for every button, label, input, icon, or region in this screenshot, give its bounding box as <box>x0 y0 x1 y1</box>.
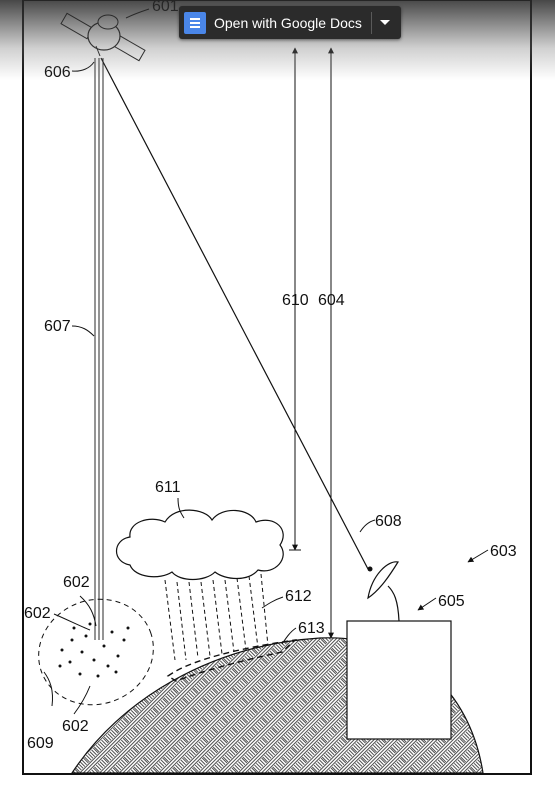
label-609: 609 <box>27 735 54 752</box>
rain-cloud <box>115 509 284 581</box>
antenna-mast <box>387 585 400 622</box>
open-with-dropdown-button[interactable] <box>372 6 398 39</box>
label-602-left: 602 <box>24 605 51 622</box>
label-602-top: 602 <box>63 574 90 591</box>
rain-area <box>166 638 298 682</box>
vertical-link <box>94 58 104 640</box>
label-613: 613 <box>298 620 325 637</box>
open-with-bar: Open with Google Docs <box>179 6 401 39</box>
leader-lines <box>43 8 376 715</box>
label-603: 603 <box>490 543 517 560</box>
particles <box>58 622 130 678</box>
label-611: 611 <box>155 479 181 496</box>
label-605: 605 <box>438 593 465 610</box>
google-docs-icon <box>184 11 206 34</box>
label-612: 612 <box>285 588 312 605</box>
open-with-label: Open with Google Docs <box>214 14 362 31</box>
antenna-dish <box>367 561 399 600</box>
building-box <box>346 620 452 740</box>
label-601: 601 <box>152 0 179 15</box>
building-arrow <box>417 597 437 611</box>
satellite <box>60 12 146 62</box>
label-607: 607 <box>44 318 71 335</box>
slant-link <box>100 57 369 570</box>
label-604: 604 <box>318 292 345 309</box>
rain-lines <box>164 573 269 661</box>
caret-down-icon <box>379 20 390 25</box>
region-arrow <box>467 549 489 563</box>
label-608: 608 <box>375 513 402 530</box>
particle-cloud <box>38 598 154 706</box>
label-602-bottom: 602 <box>62 718 89 735</box>
label-610: 610 <box>282 292 309 309</box>
toolbar-divider <box>370 11 372 34</box>
page-frame <box>22 0 532 775</box>
antenna-feed <box>367 566 373 572</box>
label-606: 606 <box>44 64 71 81</box>
open-with-google-docs-button[interactable]: Open with Google Docs <box>179 6 362 39</box>
